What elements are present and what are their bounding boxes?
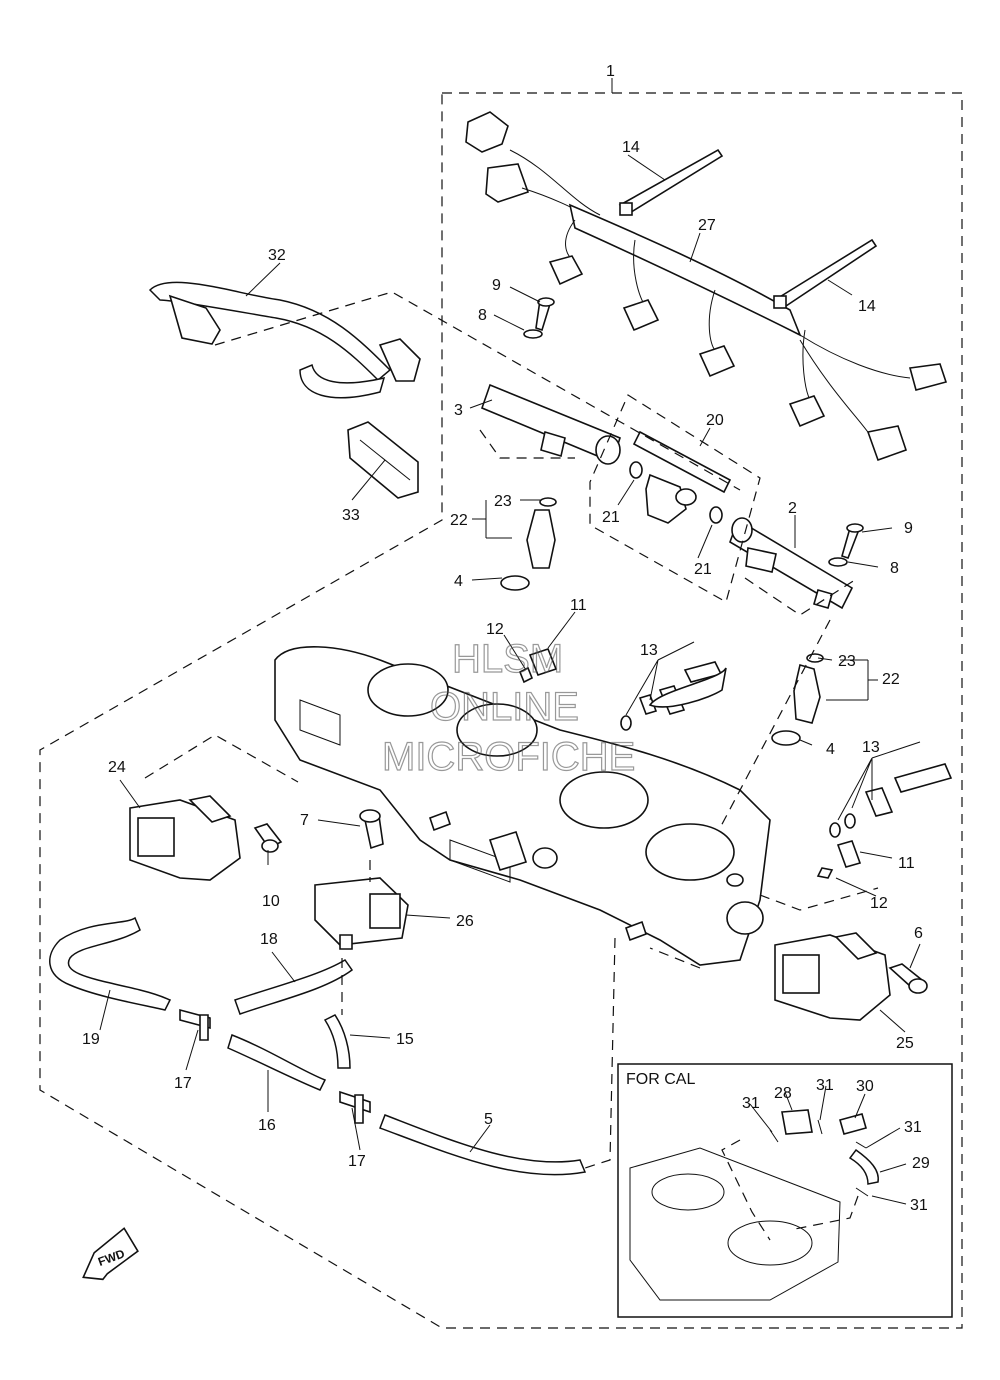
watermark-line1: HLSM: [452, 637, 563, 681]
tps-24: [129, 795, 283, 881]
callout-29: 29: [912, 1155, 930, 1172]
hoses-vacuum: [49, 916, 587, 1176]
parts-11-12-left: [518, 648, 558, 684]
callout-18: 18: [260, 931, 278, 948]
callout-8a: 8: [478, 307, 487, 324]
callout-31d: 31: [910, 1197, 928, 1214]
fuel-rail-left: [480, 383, 621, 465]
callout-2: 2: [788, 500, 797, 517]
callout-22a: 22: [450, 512, 468, 529]
air-screws-right: [816, 763, 953, 879]
callout-12a: 12: [486, 621, 504, 638]
callout-12b: 12: [870, 895, 888, 912]
injector-left: [500, 497, 557, 591]
air-screws-left: [620, 661, 727, 731]
callout-23a: 23: [494, 493, 512, 510]
injector-right: [771, 653, 824, 746]
callout-28: 28: [774, 1085, 792, 1102]
pressure-regulator-group: [589, 394, 761, 603]
callout-26: 26: [456, 913, 474, 930]
callout-32: 32: [268, 247, 286, 264]
clip-33: [347, 421, 419, 499]
inset-title: FOR CAL: [626, 1071, 695, 1088]
assembly-boundary: [39, 78, 963, 1329]
callout-13a: 13: [640, 642, 658, 659]
callout-8b: 8: [890, 560, 899, 577]
callout-3: 3: [454, 402, 463, 419]
callout-30: 30: [856, 1078, 874, 1095]
callout-5: 5: [484, 1111, 493, 1128]
callout-6: 6: [914, 925, 923, 942]
cable-ties: [618, 148, 878, 309]
callout-31b: 31: [742, 1095, 760, 1112]
tps-25: [774, 932, 928, 1021]
callout-4b: 4: [826, 741, 835, 758]
callout-9a: 9: [492, 277, 501, 294]
throttle-body: [274, 646, 771, 966]
callout-21a: 21: [602, 509, 620, 526]
callout-17b: 17: [348, 1153, 366, 1170]
watermark-line2: ONLINE: [430, 685, 579, 729]
callout-16: 16: [258, 1117, 276, 1134]
callout-11b: 11: [898, 855, 915, 872]
callout-labels: 1 14 27 14 32 9 8 3 20 23 21 22 33 21 4 …: [82, 63, 930, 1214]
callout-19: 19: [82, 1031, 100, 1048]
hose-32: [148, 281, 421, 399]
callout-23b: 23: [838, 653, 856, 670]
callout-14a: 14: [622, 139, 640, 156]
watermark: HLSM ONLINE MICROFICHE: [381, 636, 636, 779]
leader-lines: [99, 154, 921, 1169]
callout-21b: 21: [694, 561, 712, 578]
callout-25: 25: [896, 1035, 914, 1052]
callout-13b: 13: [862, 739, 880, 756]
callout-31c: 31: [904, 1119, 922, 1136]
callout-17a: 17: [174, 1075, 192, 1092]
callout-1: 1: [606, 63, 615, 80]
callout-22b: 22: [882, 671, 900, 688]
callout-11a: 11: [570, 597, 587, 614]
fwd-arrow: FWD: [82, 1227, 139, 1281]
wire-harness: [465, 111, 948, 462]
callout-20: 20: [706, 412, 724, 429]
callout-33: 33: [342, 507, 360, 524]
callout-24: 24: [108, 759, 126, 776]
watermark-line3: MICROFICHE: [382, 735, 635, 779]
inset-for-cal: [617, 1063, 953, 1318]
callout-15: 15: [396, 1031, 414, 1048]
callout-31a: 31: [816, 1077, 834, 1094]
callout-10: 10: [262, 893, 280, 910]
sensor-26: [314, 809, 409, 950]
callout-9b: 9: [904, 520, 913, 537]
callout-14b: 14: [858, 298, 876, 315]
callout-4a: 4: [454, 573, 463, 590]
callout-27: 27: [698, 217, 716, 234]
bolts-9-8: [523, 297, 864, 567]
callout-7: 7: [300, 812, 309, 829]
